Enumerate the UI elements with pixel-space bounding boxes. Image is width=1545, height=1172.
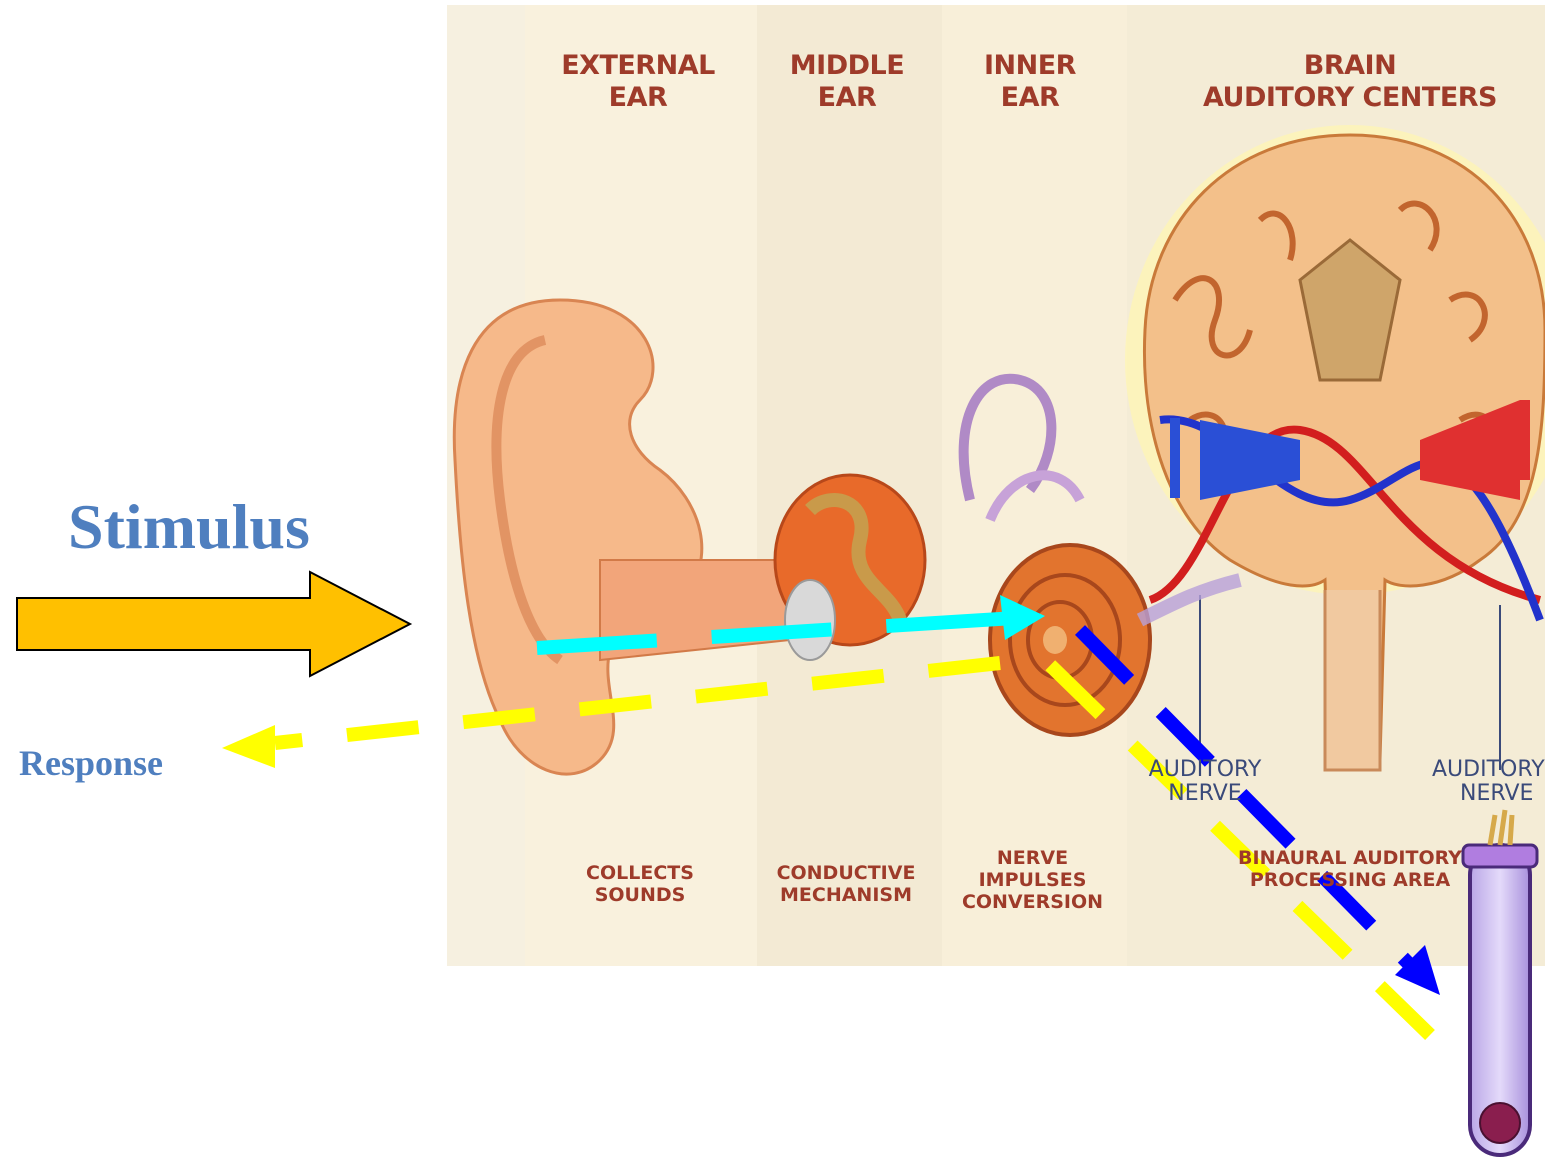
header-inner-ear: INNER EAR	[960, 50, 1100, 114]
header-middle-line2: EAR	[772, 82, 922, 114]
footer-middle-line1: CONDUCTIVE	[762, 862, 930, 884]
header-external-line1: EXTERNAL	[548, 50, 728, 82]
auditory-nerve-right-label: AUDITORY NERVE	[1432, 758, 1545, 806]
header-brain-line1: BRAIN	[1175, 50, 1525, 82]
footer-external-ear: COLLECTS SOUNDS	[570, 862, 710, 906]
header-external-line2: EAR	[548, 82, 728, 114]
footer-inner-line2: IMPULSES	[945, 869, 1120, 891]
header-middle-ear: MIDDLE EAR	[772, 50, 922, 114]
stimulus-label: Stimulus	[68, 490, 310, 564]
brain-illustration	[1125, 125, 1545, 770]
footer-inner-ear: NERVE IMPULSES CONVERSION	[945, 847, 1120, 913]
header-middle-line1: MIDDLE	[772, 50, 922, 82]
header-external-ear: EXTERNAL EAR	[548, 50, 728, 114]
auditory-nerve-left-line1: AUDITORY	[1130, 758, 1280, 782]
auditory-nerve-right-line1: AUDITORY	[1432, 758, 1545, 782]
footer-external-line2: SOUNDS	[570, 884, 710, 906]
footer-middle-ear: CONDUCTIVE MECHANISM	[762, 862, 930, 906]
auditory-nerve-right-line2: NERVE	[1432, 782, 1545, 806]
stimulus-arrow	[17, 572, 410, 676]
footer-inner-line3: CONVERSION	[945, 891, 1120, 913]
footer-brain: BINAURAL AUDITORY PROCESSING AREA	[1215, 847, 1485, 891]
footer-middle-line2: MECHANISM	[762, 884, 930, 906]
header-brain: BRAIN AUDITORY CENTERS	[1175, 50, 1525, 114]
footer-brain-line2: PROCESSING AREA	[1215, 869, 1485, 891]
footer-external-line1: COLLECTS	[570, 862, 710, 884]
auditory-nerve-left-line2: NERVE	[1130, 782, 1280, 806]
response-label: Response	[19, 742, 163, 784]
header-brain-line2: AUDITORY CENTERS	[1175, 82, 1525, 114]
footer-brain-line1: BINAURAL AUDITORY	[1215, 847, 1485, 869]
footer-inner-line1: NERVE	[945, 847, 1120, 869]
header-inner-line2: EAR	[960, 82, 1100, 114]
header-inner-line1: INNER	[960, 50, 1100, 82]
auditory-nerve-left-label: AUDITORY NERVE	[1130, 758, 1280, 806]
